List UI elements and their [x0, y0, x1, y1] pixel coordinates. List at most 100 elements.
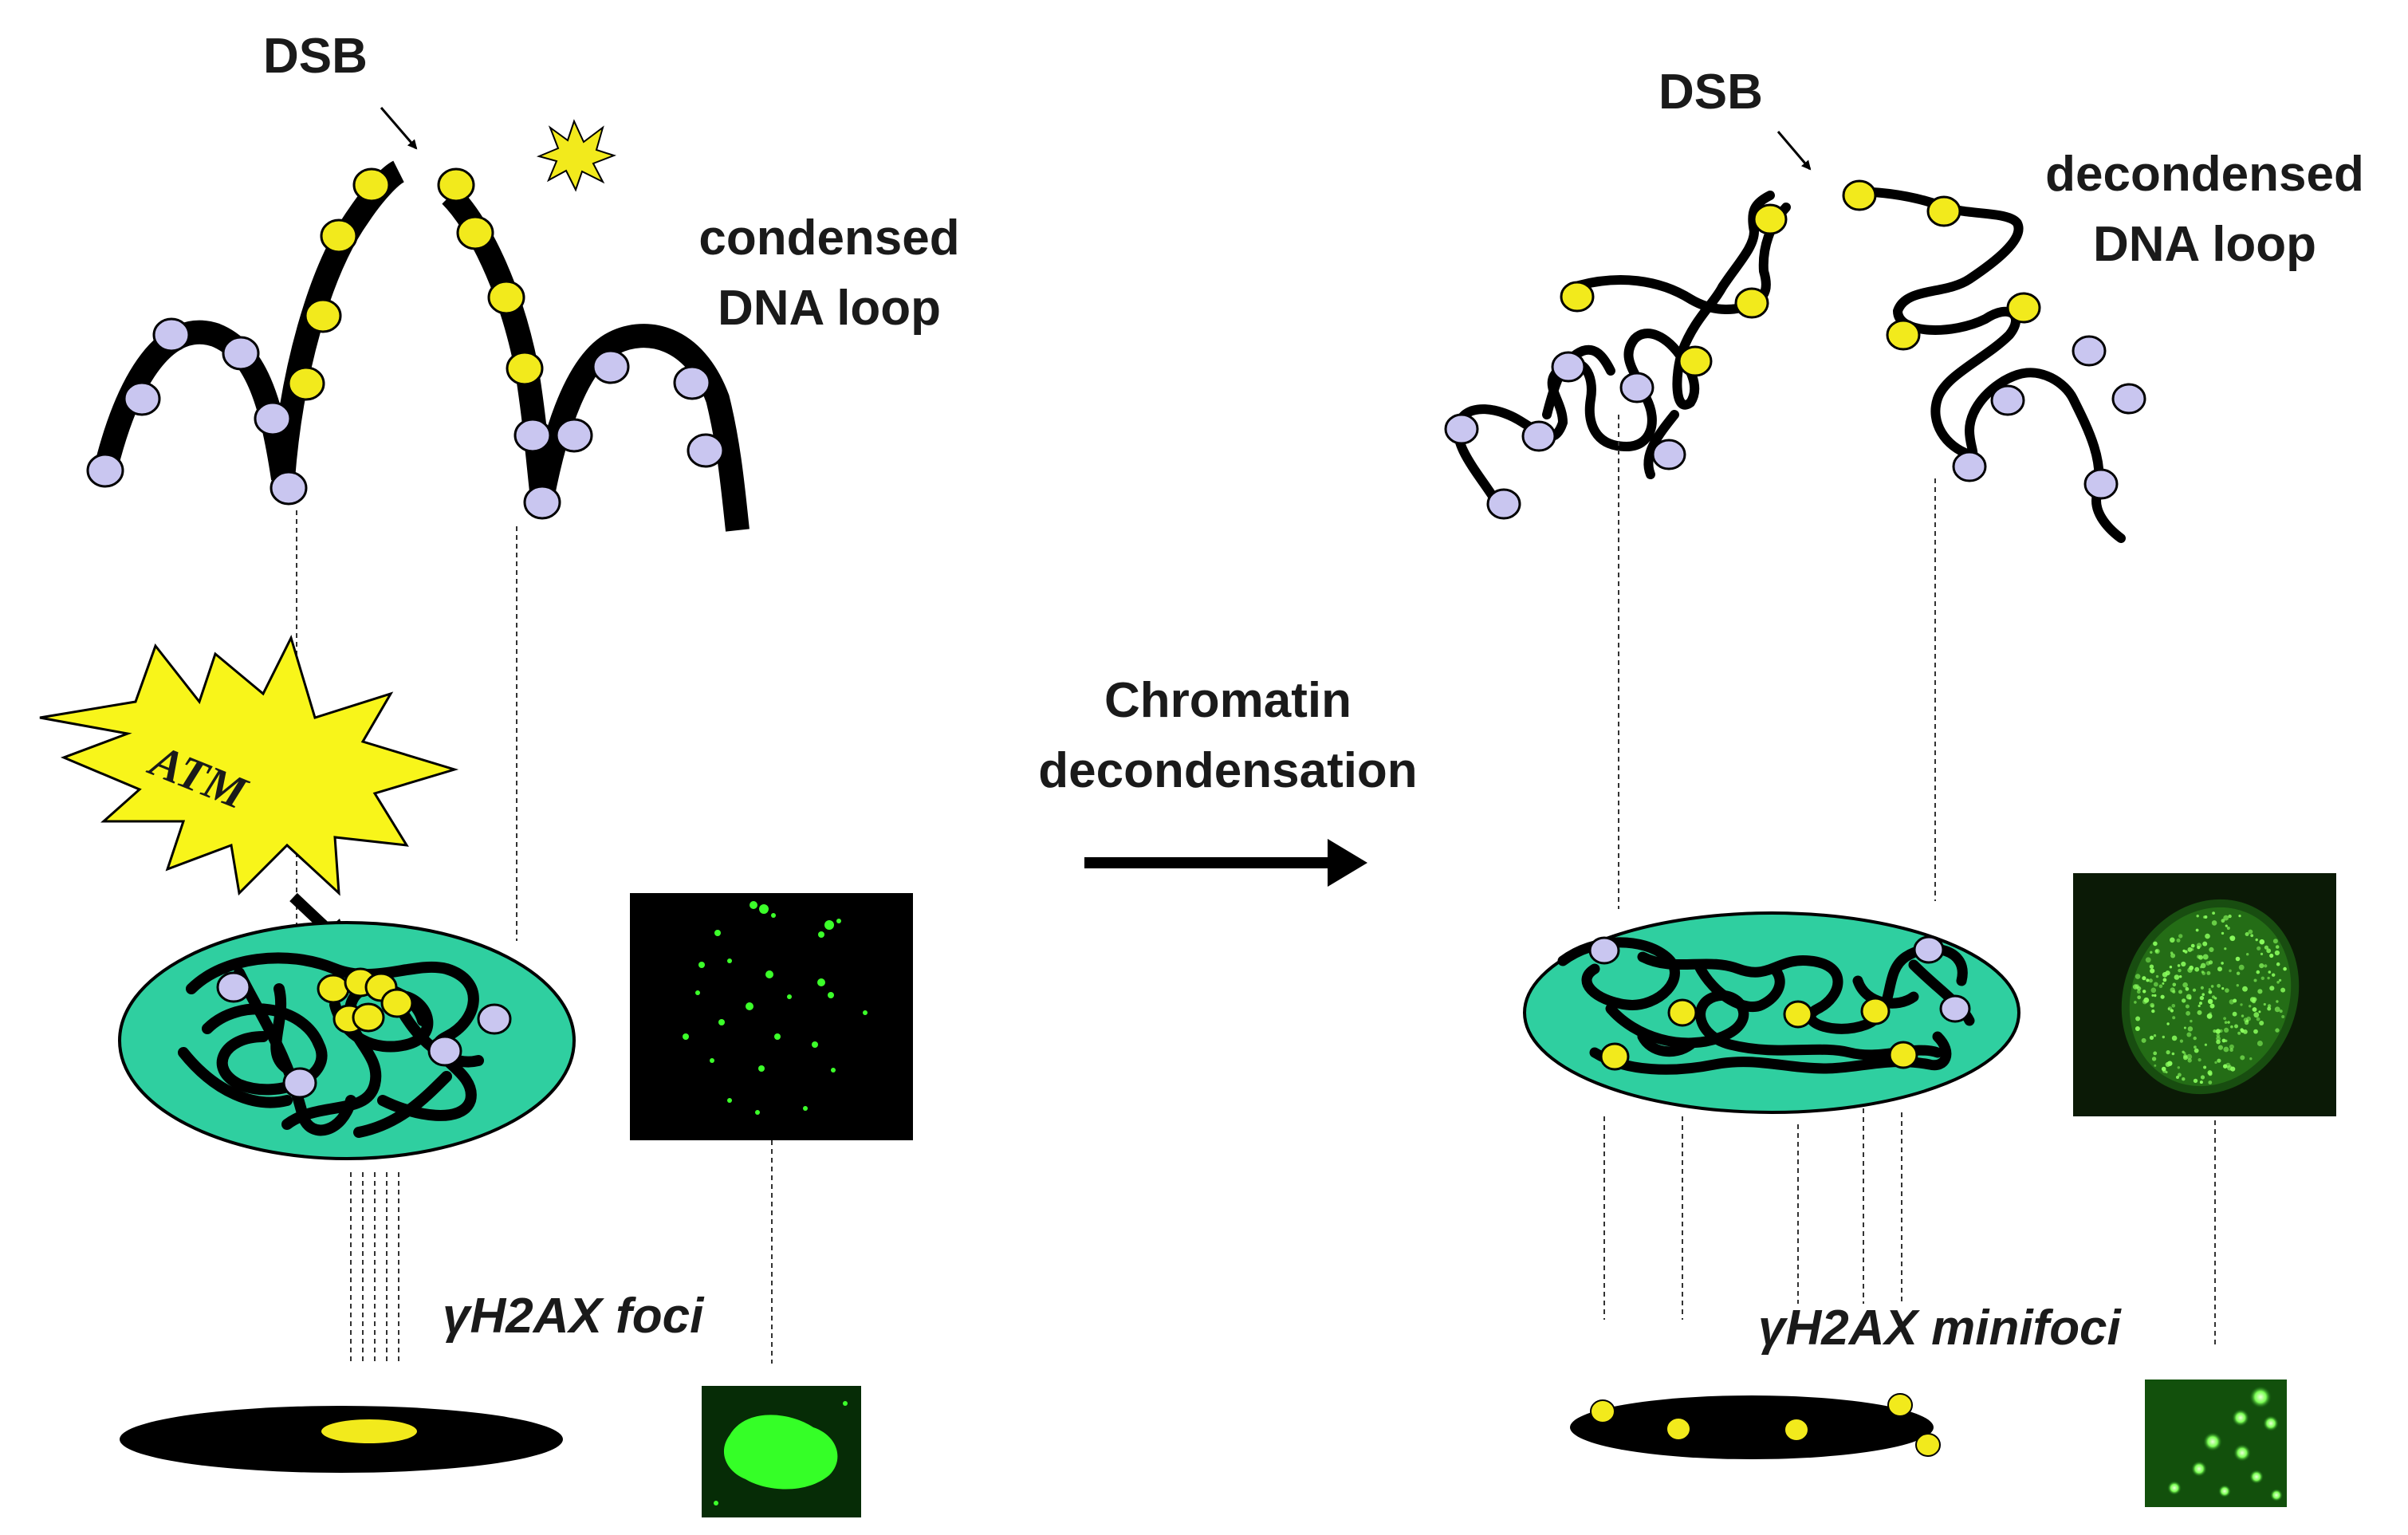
minifocus-speckle — [2200, 1075, 2205, 1080]
minifocus-speckle — [2171, 1035, 2178, 1041]
minifocus-speckle — [2207, 998, 2213, 1005]
minifocus-speckle — [2267, 976, 2270, 980]
minifocus-speckle — [2158, 984, 2163, 989]
minifocus-speckle — [2194, 1045, 2197, 1049]
minifocus-speckle — [2162, 982, 2165, 985]
minifocus-speckle — [2177, 1066, 2180, 1069]
minifocus-speckle — [2267, 1006, 2272, 1011]
minifocus-speckle — [2150, 1004, 2154, 1008]
minifocus-speckle — [2230, 1025, 2233, 1029]
dsb-arrow-left — [380, 107, 418, 150]
minifocus-speckle — [2192, 988, 2197, 992]
minifocus-speckle — [2259, 963, 2264, 969]
minifocus-speckle — [2185, 986, 2190, 991]
minifocus-speckle — [2194, 966, 2200, 972]
minifocus-speckle — [2238, 915, 2241, 918]
minifoci-label: γH2AX minifoci — [1758, 1301, 2121, 1356]
minifocus-speckle — [2196, 943, 2202, 948]
minifocus-speckle — [2172, 990, 2176, 994]
minifocus-speckle — [2236, 971, 2241, 975]
minifocus-speckle — [2227, 1021, 2230, 1024]
minifocus-speckle — [2216, 1039, 2221, 1045]
minifocus-speckle — [2238, 964, 2245, 970]
minifocus-speckle — [2204, 1043, 2207, 1046]
minifocus-speckle — [2134, 1001, 2137, 1004]
minifocus-speckle — [2201, 993, 2205, 996]
minifocus-speckle — [2178, 990, 2182, 994]
minifocus-speckle — [2174, 974, 2180, 980]
minifocus-speckle — [2149, 1035, 2154, 1040]
damage-burst-icon — [536, 119, 617, 192]
minifocus-speckle — [2252, 1007, 2257, 1012]
minifocus-speckle — [2178, 968, 2182, 973]
minifocus-speckle — [2178, 1073, 2182, 1077]
minifocus-speckle — [2274, 950, 2280, 956]
minifocus-speckle — [2260, 952, 2264, 955]
dsb-arrow-right — [1776, 131, 1812, 171]
minifocus-speckle — [2197, 1004, 2201, 1008]
minifocus-speckle — [2213, 997, 2217, 1000]
minifocus-speckle — [2202, 954, 2209, 960]
minifocus-speckle — [2272, 973, 2276, 977]
process-label-line1: Chromatin — [1104, 673, 1352, 728]
dsb-label-right: DSB — [1658, 65, 1763, 120]
minifocus-speckle — [2237, 1031, 2241, 1035]
minifocus-speckle — [2148, 978, 2153, 983]
minifocus-speckle — [2188, 997, 2192, 1000]
minifocus-speckle — [2153, 1051, 2158, 1056]
minifocus-speckle — [2135, 984, 2140, 989]
minifocus-speckle — [2205, 961, 2211, 966]
condensed-loop-nucleosomes — [86, 167, 725, 520]
minifocus-speckle — [2182, 1077, 2186, 1081]
minifocus-speckle — [2253, 1029, 2258, 1034]
minifocus-speckle — [2249, 1057, 2253, 1061]
minifocus-speckle — [2240, 1028, 2244, 1032]
minifocus-speckle — [2186, 1032, 2192, 1037]
minifocus-speckle — [2190, 943, 2195, 948]
minifocus-speckle — [2256, 1017, 2260, 1021]
minifocus-speckle — [2214, 1061, 2217, 1065]
minifocus-speckle — [2167, 1006, 2173, 1011]
minifocus-speckle — [2276, 962, 2280, 966]
minifocus-speckle — [2212, 911, 2216, 915]
minifocus-speckle — [2272, 939, 2278, 944]
minifocus-speckle — [2193, 1078, 2198, 1084]
minifocus-speckle — [2240, 1055, 2245, 1061]
minifocus-speckle — [2226, 927, 2230, 930]
minifocus-speckle — [2249, 1005, 2252, 1008]
minifocus-speckle — [2209, 1003, 2215, 1009]
micrograph-minifoci — [2073, 873, 2336, 1116]
minifocus-speckle — [2177, 964, 2181, 967]
minifocus-speckle — [2165, 970, 2170, 976]
minifocus-speckle — [2189, 965, 2194, 970]
minifoci-inset — [2145, 1380, 2287, 1507]
minifocus-speckle — [2153, 982, 2158, 987]
minifocus-speckle — [2182, 998, 2186, 1003]
minifocus-speckle — [2224, 1027, 2229, 1033]
minifocus-speckle — [2269, 986, 2275, 991]
minifocus-speckle — [2153, 941, 2158, 947]
minifocus-speckle — [2208, 990, 2213, 994]
minifocus-speckle — [2176, 1076, 2179, 1079]
minifocus-speckle — [2248, 929, 2253, 935]
minifocus-speckle — [2274, 1006, 2280, 1013]
minifocus-speckle — [2187, 947, 2193, 952]
minifocus-speckle — [2205, 933, 2210, 939]
minifocus-speckle — [2221, 1038, 2226, 1043]
minifocus-speckle — [2200, 986, 2204, 990]
minifocus-speckle — [2241, 1014, 2245, 1017]
condensed-loop-label-line2: DNA loop — [717, 281, 942, 336]
minifocus-speckle — [2183, 1026, 2186, 1029]
minifocus-speckle — [2162, 1069, 2166, 1073]
minifocus-speckle — [2150, 987, 2157, 994]
minifocus-speckle — [2255, 938, 2258, 942]
condensed-loop-label: condensed DNA loop — [670, 203, 989, 344]
minifocus-speckle — [2146, 978, 2150, 982]
minifocus-speckle — [2199, 966, 2202, 969]
minifocus-speckle — [2160, 994, 2165, 999]
minifocus-speckle — [2221, 987, 2225, 990]
minifocus-speckle — [2260, 976, 2264, 981]
minifocus-speckle — [2136, 990, 2141, 994]
decondensed-loop-label-line2: DNA loop — [2092, 217, 2317, 272]
